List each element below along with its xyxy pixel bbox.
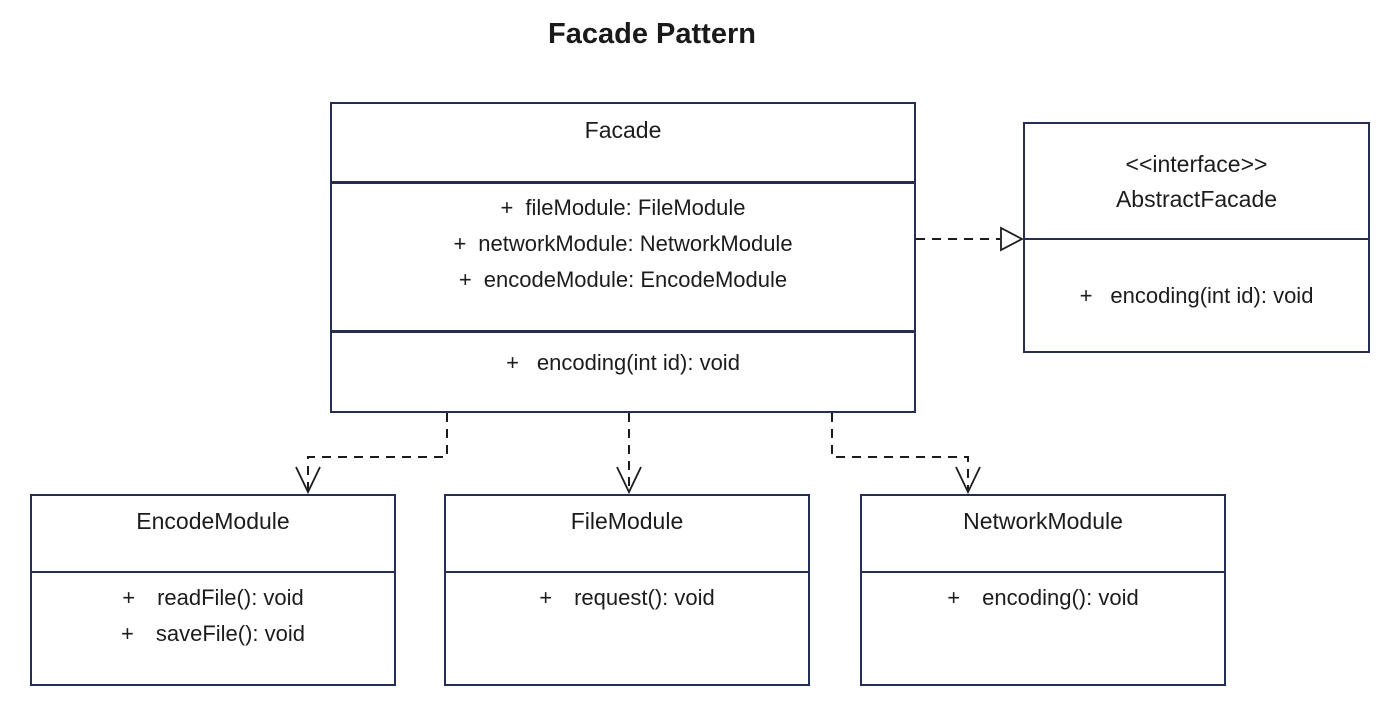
networkmodule-methods-section: + encoding(): void	[862, 571, 1224, 684]
attribute-row: + fileModule: FileModule	[332, 190, 914, 226]
visibility-marker: +	[506, 350, 519, 375]
visibility-marker: +	[947, 585, 961, 610]
filemodule-methods-section: + request(): void	[446, 571, 808, 684]
dependency-line-facade-networkmodule	[831, 413, 969, 490]
open-arrowhead-encodemodule-icon	[295, 466, 321, 495]
method-row: + encoding(int id): void	[332, 345, 914, 381]
method-row: + readFile(): void	[32, 580, 394, 616]
abstractfacade-class-name: AbstractFacade	[1115, 186, 1278, 212]
method-signature: saveFile(): void	[155, 621, 305, 646]
method-signature: request(): void	[574, 585, 715, 610]
visibility-marker: +	[1079, 282, 1093, 308]
open-arrowhead-networkmodule-icon	[955, 466, 981, 495]
attribute-row: + networkModule: NetworkModule	[332, 226, 914, 262]
class-box-facade: Facade + fileModule: FileModule + networ…	[330, 102, 916, 413]
visibility-marker: +	[120, 621, 134, 646]
attribute-signature: encodeModule: EncodeModule	[483, 267, 788, 292]
networkmodule-class-name: NetworkModule	[963, 508, 1123, 534]
attribute-signature: networkModule: NetworkModule	[478, 231, 793, 256]
method-row: + request(): void	[446, 580, 808, 616]
attribute-row: + encodeModule: EncodeModule	[332, 262, 914, 298]
visibility-marker: +	[453, 231, 467, 256]
visibility-marker: +	[500, 195, 514, 220]
method-signature: readFile(): void	[157, 585, 304, 610]
class-box-networkmodule: NetworkModule + encoding(): void	[860, 494, 1226, 686]
open-arrowhead-filemodule-icon	[616, 466, 642, 495]
hollow-triangle-arrowhead-icon	[1000, 226, 1024, 252]
facade-attributes-section: + fileModule: FileModule + networkModule…	[332, 181, 914, 330]
dependency-line-facade-encodemodule	[307, 413, 448, 490]
visibility-marker: +	[458, 267, 472, 292]
filemodule-class-name: FileModule	[570, 508, 684, 534]
diagram-title: Facade Pattern	[548, 18, 756, 50]
class-box-filemodule: FileModule + request(): void	[444, 494, 810, 686]
encodemodule-methods-section: + readFile(): void + saveFile(): void	[32, 571, 394, 684]
class-box-abstractfacade: <<interface>> AbstractFacade + encoding(…	[1023, 122, 1370, 353]
method-row: + encoding(): void	[862, 580, 1224, 616]
method-signature: encoding(): void	[982, 585, 1139, 610]
method-row: + encoding(int id): void	[1025, 278, 1368, 314]
method-row: + saveFile(): void	[32, 616, 394, 652]
abstractfacade-header: <<interface>> AbstractFacade	[1025, 124, 1368, 238]
class-box-encodemodule: EncodeModule + readFile(): void + saveFi…	[30, 494, 396, 686]
facade-methods-section: + encoding(int id): void	[332, 330, 914, 411]
visibility-marker: +	[539, 585, 553, 610]
attribute-signature: fileModule: FileModule	[525, 195, 746, 220]
visibility-marker: +	[122, 585, 136, 610]
interface-stereotype: <<interface>>	[1125, 151, 1268, 177]
abstractfacade-methods-section: + encoding(int id): void	[1025, 238, 1368, 351]
method-signature: encoding(int id): void	[536, 350, 740, 375]
encodemodule-class-name: EncodeModule	[136, 508, 290, 534]
facade-class-name: Facade	[584, 117, 662, 143]
method-signature: encoding(int id): void	[1110, 282, 1314, 308]
